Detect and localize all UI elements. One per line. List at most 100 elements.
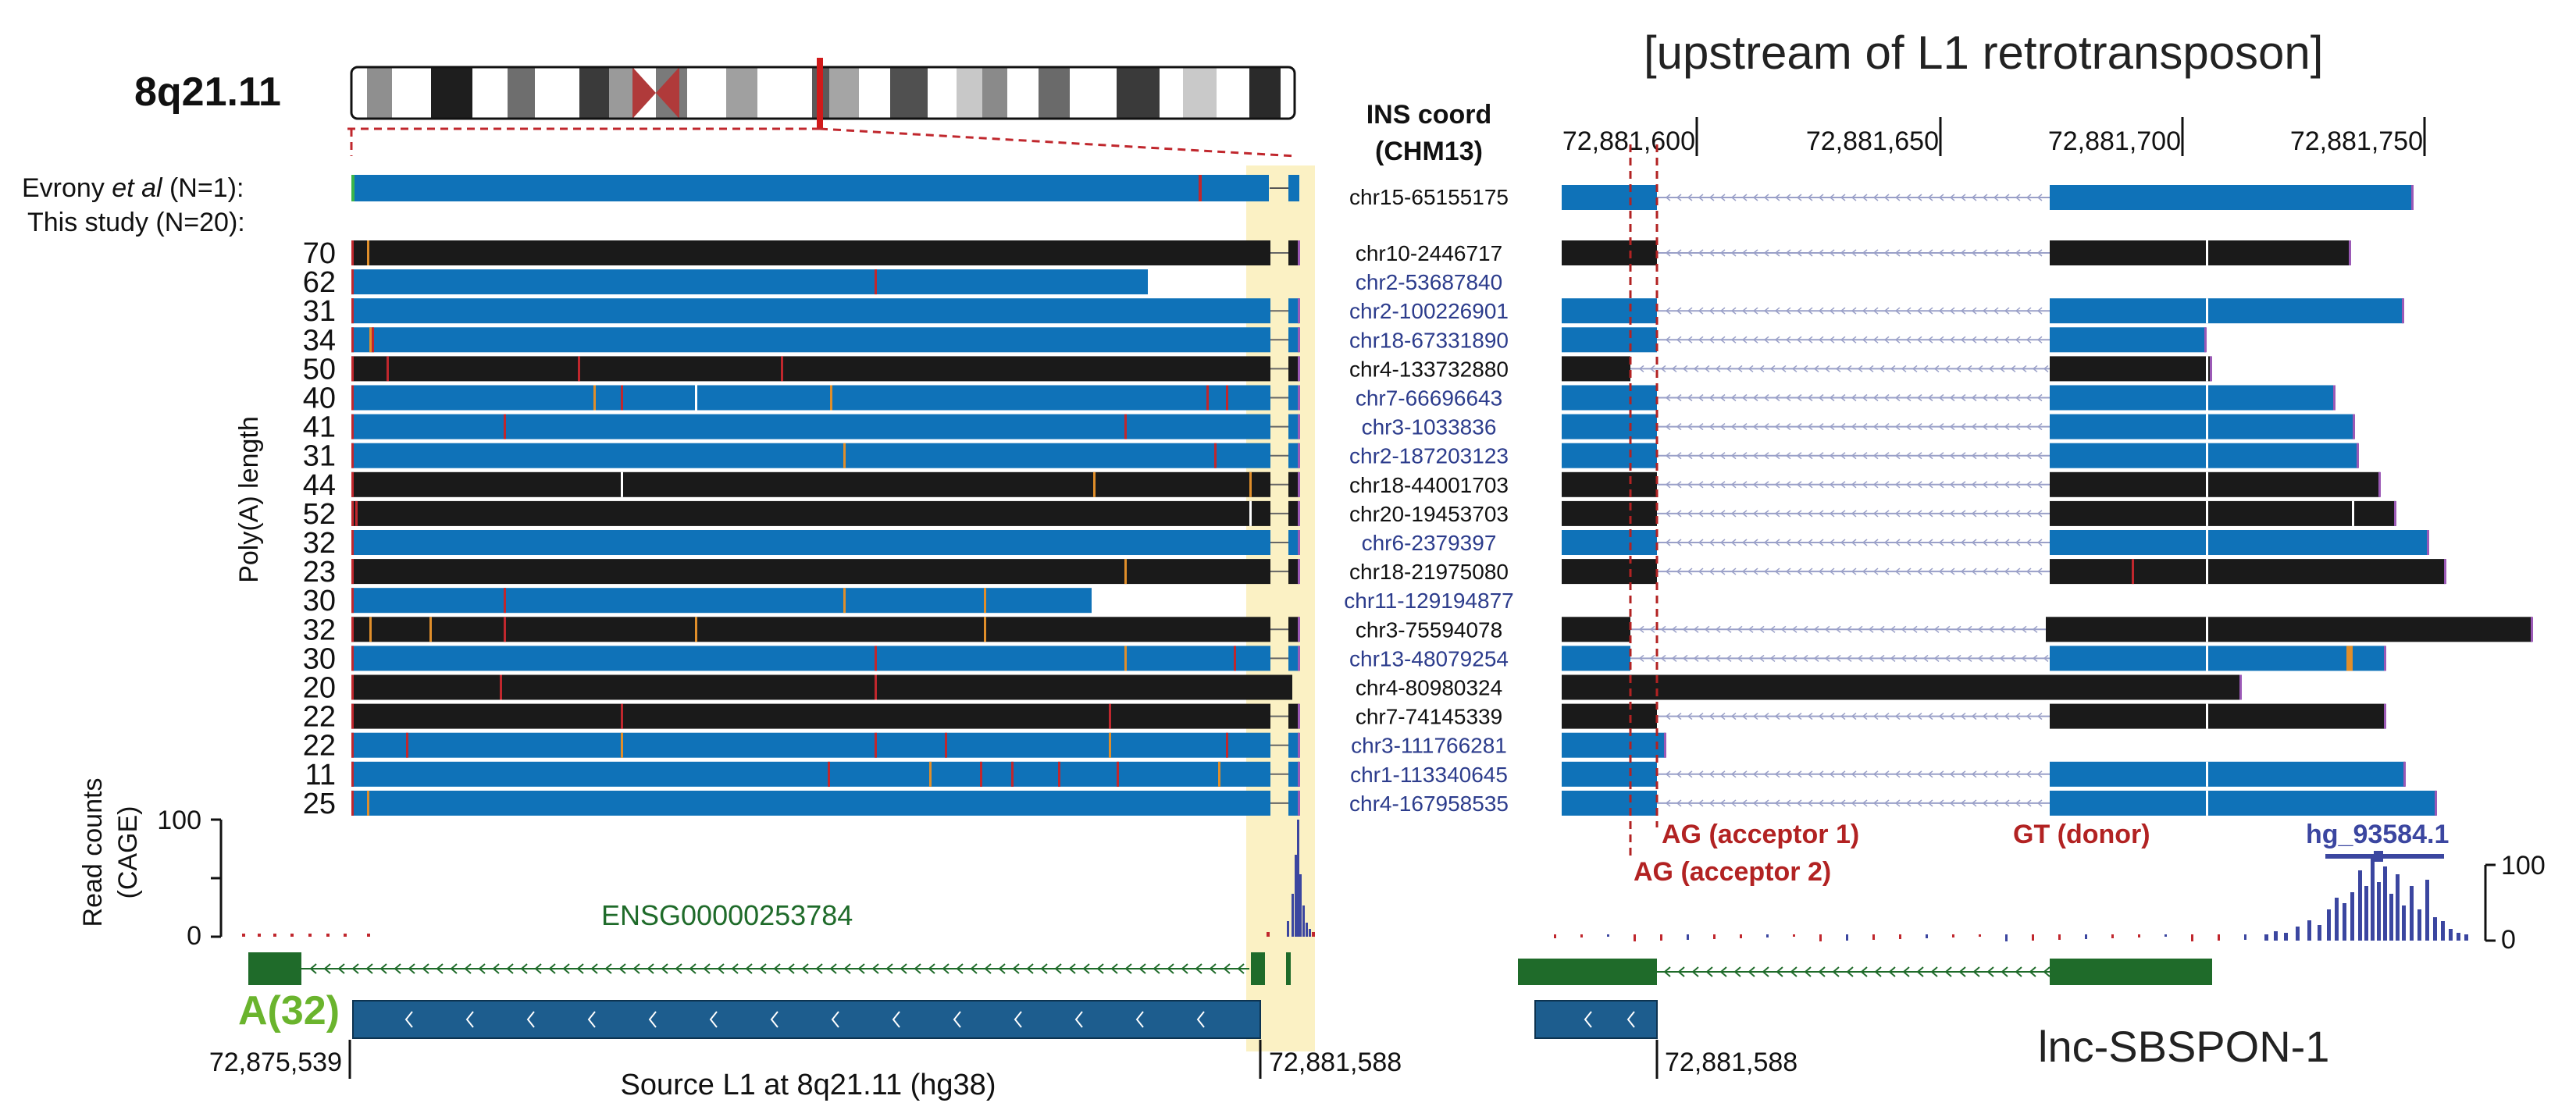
intron-arrow	[1719, 307, 1726, 315]
intron-arrow	[1938, 539, 1944, 546]
coord-right: 72,881,588	[1269, 1048, 1402, 1077]
right-exon-mark	[2206, 761, 2208, 787]
intron-arrow	[1912, 365, 1918, 372]
intron-arrow	[1719, 249, 1726, 257]
right-cage-track	[1554, 855, 2468, 941]
intron-arrow	[1916, 770, 1922, 778]
intron-arrow	[1752, 423, 1758, 431]
read-tss-exon	[1288, 703, 1299, 729]
intron-arrow	[1938, 713, 1944, 720]
right-end-mark	[2394, 500, 2396, 526]
intron-arrow	[1851, 481, 1857, 489]
right-exon2	[2050, 761, 2405, 787]
read-end-mark	[1298, 703, 1300, 729]
read-end-mark	[1298, 443, 1300, 468]
intron-arrow	[1829, 799, 1835, 807]
polya-length: 32	[303, 614, 336, 646]
intron-arrow	[2004, 249, 2010, 257]
intron-arrow	[1660, 365, 1666, 372]
intron-arrow	[1922, 365, 1929, 372]
intron-arrow	[1872, 452, 1879, 460]
intron-arrow	[1741, 567, 1748, 575]
intron-arrow	[1862, 423, 1868, 431]
ins-label: chr1-113340645	[1350, 763, 1508, 787]
intron-arrow	[1774, 567, 1780, 575]
read-variant-mark	[875, 732, 877, 758]
ideogram-band	[431, 67, 472, 119]
ideogram-band	[1217, 67, 1249, 119]
gene-intron-arrow	[365, 963, 373, 974]
evrony-label-b: et al	[112, 173, 163, 203]
intron-arrow	[1687, 567, 1693, 575]
right-cage-noise	[1872, 934, 1875, 940]
intron-arrow	[1687, 194, 1693, 201]
intron-arrow	[2004, 713, 2010, 720]
polya-length: 20	[303, 672, 336, 705]
intron-arrow	[1665, 539, 1671, 546]
intron-arrow	[1982, 194, 1988, 201]
lnc-intron-arrow	[2015, 966, 2022, 977]
intron-arrow	[1665, 249, 1671, 257]
right-exon1	[1562, 356, 1630, 382]
read-end-mark	[1298, 761, 1300, 787]
read-start-mark	[351, 298, 354, 324]
right-cage-noise	[1740, 934, 1742, 938]
ideogram-locus-marker	[817, 58, 823, 128]
intron-arrow	[1938, 393, 1944, 402]
ideogram-band	[351, 67, 367, 119]
intron-arrow	[1698, 713, 1704, 720]
intron-arrow	[1982, 249, 1988, 257]
intron-arrow	[1883, 393, 1890, 402]
intron-arrow	[1763, 307, 1769, 315]
gene-intron-arrow	[450, 963, 458, 974]
read-variant-mark	[984, 588, 986, 614]
intron-arrow	[1840, 770, 1846, 778]
intron-arrow	[1796, 799, 1802, 807]
right-exon-mark	[2206, 646, 2208, 671]
intron-arrow	[2026, 336, 2032, 343]
intron-arrow	[1949, 481, 1955, 489]
intron-arrow	[1944, 365, 1951, 372]
intron-arrow	[1829, 510, 1835, 518]
intron-arrow	[1835, 654, 1841, 662]
intron-arrow	[1905, 307, 1912, 315]
intron-arrow	[1955, 654, 1961, 662]
intron-arrow	[2036, 423, 2043, 431]
gene-intron-arrow	[464, 963, 472, 974]
intron-arrow	[1785, 249, 1791, 257]
read-variant-mark	[504, 414, 506, 439]
intron-arrow	[1890, 654, 1896, 662]
intron-arrow	[1791, 365, 1797, 372]
intron-arrow	[1829, 336, 1835, 343]
gene-intron-arrow	[1068, 963, 1076, 974]
gene-intron-arrow	[534, 963, 542, 974]
intron-arrow	[1949, 567, 1955, 575]
right-exon1	[1562, 414, 1657, 439]
intron-arrow	[2026, 799, 2032, 807]
right-exon-short	[1562, 732, 1666, 758]
intron-arrow	[1905, 713, 1912, 720]
intron-arrow	[1774, 510, 1780, 518]
intron-arrow	[1894, 567, 1901, 575]
intron-arrow	[1719, 481, 1726, 489]
intron-arrow	[1807, 567, 1813, 575]
intron-arrow	[1741, 539, 1748, 546]
intron-arrow	[1846, 654, 1852, 662]
lnc-intron-arrow	[1762, 966, 1769, 977]
polya-length: 52	[303, 498, 336, 531]
gene-intron-arrow	[970, 963, 978, 974]
intron-arrow	[1927, 481, 1933, 489]
ideogram-band	[579, 67, 609, 119]
intron-arrow	[1807, 393, 1813, 402]
intron-arrow	[1682, 654, 1688, 662]
intron-arrow	[1769, 625, 1776, 633]
intron-arrow	[1774, 336, 1780, 343]
read-variant-mark	[1218, 761, 1220, 787]
intron-arrow	[1894, 481, 1901, 489]
read-variant-mark	[621, 703, 623, 729]
intron-arrow	[1715, 365, 1721, 372]
gene-intron-arrow	[731, 963, 739, 974]
read-variant-mark	[1226, 732, 1228, 758]
intron-arrow	[1671, 654, 1677, 662]
intron-arrow	[1769, 654, 1776, 662]
